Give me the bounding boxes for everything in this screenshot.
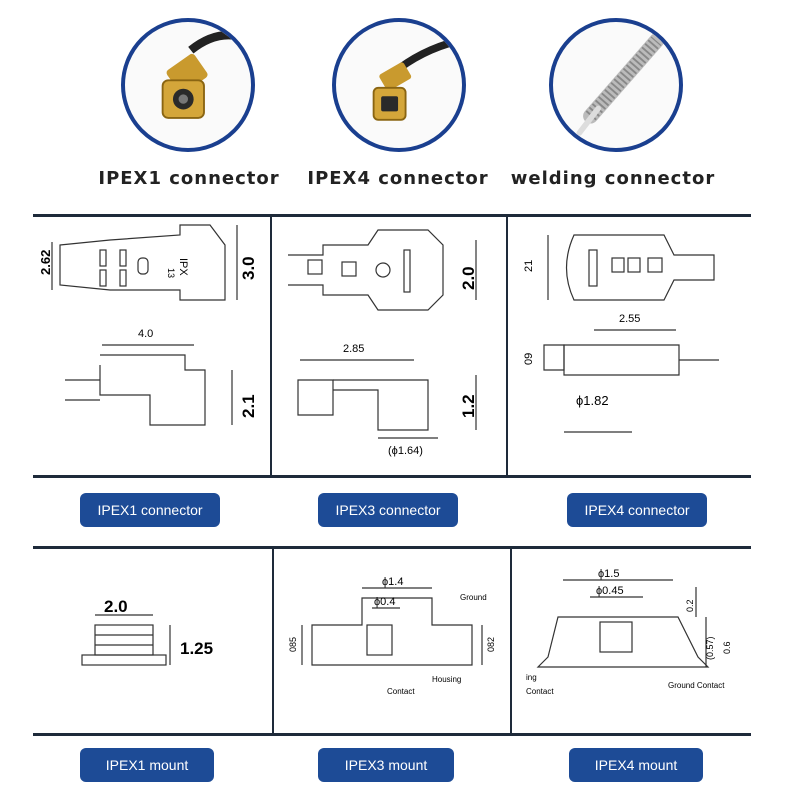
ipex1-dim-2.1: 2.1 — [239, 394, 258, 418]
ipex4-connector-drawing: 21 2.55 09 ϕ1.82 — [514, 220, 744, 470]
divider-row2-top — [33, 546, 751, 549]
ipex3-mount-dim-085: 085 — [288, 637, 298, 652]
photo-caption-welding: welding connector — [510, 168, 716, 189]
label-ipex3-connector: IPEX3 connector — [318, 493, 458, 527]
label-ipex1-connector: IPEX1 connector — [80, 493, 220, 527]
ipex3-mount-drawing: ϕ1.4 ϕ0.4 Ground Housing Contact 085 082 — [282, 570, 508, 710]
ipex4-mount-label-contact: Contact — [526, 687, 554, 696]
label-ipex1-mount: IPEX1 mount — [80, 748, 214, 782]
ipex3-mount-label-contact: Contact — [387, 687, 415, 696]
ipex4-mount-drawing: ϕ1.5 ϕ0.45 0.2 (0.57) 0.6 ing Contact Gr… — [518, 562, 748, 712]
ipex3-dim-1.2: 1.2 — [459, 394, 478, 418]
label-ipex4-connector: IPEX4 connector — [567, 493, 707, 527]
ipex4-connector-photo — [332, 18, 466, 152]
divider-v2 — [506, 214, 508, 476]
ipex4-mount-dim-inner: ϕ0.45 — [596, 585, 624, 597]
ipex3-mount-dim-outer: ϕ1.4 — [382, 576, 403, 588]
ipex1-mark-ipx: IPX — [177, 258, 189, 276]
welding-connector-photo — [549, 18, 683, 152]
ipex3-mount-dim-082: 082 — [486, 637, 496, 652]
ipex1-connector-photo — [121, 18, 255, 152]
ipex1-mount-drawing: 2.0 1.25 — [70, 590, 260, 690]
ipex4-dim-21: 21 — [523, 260, 535, 272]
ipex4-dim-2.55: 2.55 — [619, 313, 640, 325]
ipex1-dim-3.0: 3.0 — [239, 256, 258, 280]
divider-v3 — [272, 546, 274, 734]
divider-v4 — [510, 546, 512, 734]
ipex4-mount-dim-0.57: (0.57) — [705, 636, 715, 660]
ipex4-mount-dim-0.6: 0.6 — [722, 641, 732, 654]
ipex1-dim-2.62: 2.62 — [40, 250, 53, 275]
ipex4-dim-09: 09 — [523, 353, 535, 365]
ipex3-mount-dim-inner: ϕ0.4 — [374, 596, 395, 608]
ipex4-dim-dia: ϕ1.82 — [576, 393, 609, 408]
divider-row1-bottom — [33, 475, 751, 478]
ipex3-mount-label-housing: Housing — [432, 675, 461, 684]
ipex3-dim-2.0: 2.0 — [459, 266, 478, 290]
ipex1-mark-13: 13 — [166, 268, 176, 278]
ipex4-mount-label-ground-contact: Ground Contact — [668, 681, 725, 690]
photo-caption-ipex4: IPEX4 connector — [307, 168, 489, 189]
ipex3-connector-drawing: 2.0 2.85 1.2 (ϕ1.64) — [278, 220, 504, 470]
label-ipex4-mount: IPEX4 mount — [569, 748, 703, 782]
ipex4-mount-dim-0.2: 0.2 — [685, 599, 695, 612]
ipex3-mount-label-ground: Ground — [460, 593, 487, 602]
ipex4-mount-dim-outer: ϕ1.5 — [598, 568, 619, 580]
ipex4-mount-label-ing: ing — [526, 673, 537, 682]
divider-v1 — [270, 214, 272, 476]
label-ipex3-mount: IPEX3 mount — [318, 748, 454, 782]
divider-row2-bottom — [33, 733, 751, 736]
ipex1-mount-dim-2.0: 2.0 — [104, 597, 128, 616]
photo-caption-ipex1: IPEX1 connector — [98, 168, 280, 189]
ipex1-connector-drawing: 2.62 13 IPX 3.0 4.0 2.1 — [40, 220, 268, 470]
ipex1-dim-4.0: 4.0 — [138, 328, 153, 340]
ipex3-dim-dia: (ϕ1.64) — [388, 445, 423, 457]
ipex1-mount-dim-1.25: 1.25 — [180, 639, 213, 658]
divider-top — [33, 214, 751, 217]
ipex3-dim-2.85: 2.85 — [343, 343, 364, 355]
